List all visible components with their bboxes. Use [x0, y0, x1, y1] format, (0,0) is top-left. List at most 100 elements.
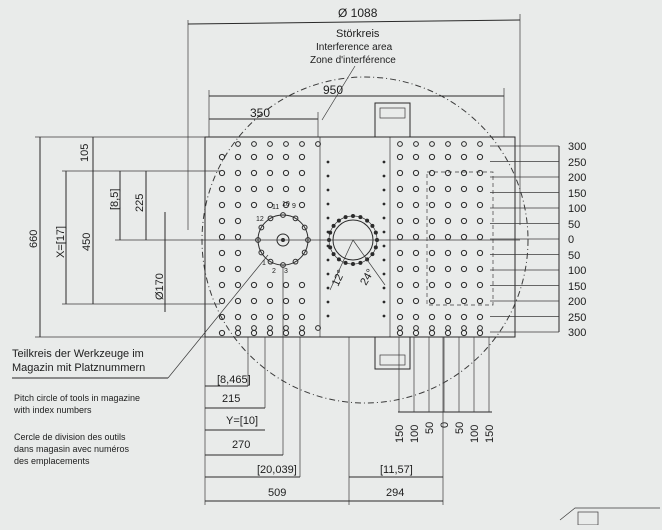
table-hole: [266, 329, 274, 337]
table-hole: [428, 313, 436, 321]
table-hole: [298, 201, 306, 209]
table-hole: [444, 297, 452, 305]
table-hole: [476, 281, 484, 289]
table-hole: [282, 297, 290, 305]
table-hole: [476, 329, 484, 337]
right-tick-label: 250: [568, 312, 586, 324]
table-hole: [234, 265, 242, 273]
slot-dot: [382, 188, 386, 192]
table-hole: [396, 265, 404, 273]
slot-dot: [382, 272, 386, 276]
table-hole: [429, 325, 435, 331]
table-hole: [218, 329, 226, 337]
top-block: [374, 102, 411, 138]
table-hole: [267, 141, 273, 147]
table-hole: [444, 169, 452, 177]
dim-8-465-label: [8,465]: [217, 374, 251, 386]
dim-294-label: 294: [386, 487, 404, 499]
right-tick-label: 300: [568, 327, 586, 339]
corner-fragment: [559, 507, 660, 521]
bottom-tick-label: 50: [424, 422, 436, 434]
table-hole: [460, 249, 468, 257]
table-hole: [266, 153, 274, 161]
spindle-dot: [331, 223, 336, 228]
dashed-region: [426, 171, 494, 306]
spindle-dot: [343, 215, 348, 220]
spindle-dot: [351, 262, 355, 266]
table-hole: [397, 325, 403, 331]
table-hole: [444, 313, 452, 321]
table-hole: [267, 325, 273, 331]
magazine-tool-position: [267, 215, 274, 222]
table-hole: [396, 217, 404, 225]
table-hole: [460, 329, 468, 337]
table-hole: [282, 185, 290, 193]
hole-grid: [218, 141, 494, 337]
table-hole: [282, 153, 290, 161]
table-hole: [460, 201, 468, 209]
table-hole: [234, 281, 242, 289]
table-hole: [428, 169, 436, 177]
table-hole: [298, 329, 306, 337]
spindle-dot: [343, 260, 348, 265]
legend-fr-line3: des emplacements: [14, 456, 90, 466]
table-hole: [444, 281, 452, 289]
angle-12-label: 12°: [330, 268, 348, 288]
table-hole: [428, 297, 436, 305]
spindle-dot: [336, 218, 341, 223]
dim-450-label: 450: [81, 233, 93, 251]
table-hole: [428, 233, 436, 241]
table-hole: [428, 185, 436, 193]
magazine-tool-position: [301, 249, 308, 256]
table-hole: [218, 185, 226, 193]
dim-y10-label: Y=[10]: [226, 415, 258, 427]
table-hole: [299, 141, 305, 147]
magazine-tool-position: [258, 224, 265, 231]
slot-dot: [382, 286, 386, 290]
slot-dot: [326, 216, 330, 220]
table-hole: [282, 281, 290, 289]
spindle-dot: [358, 215, 363, 220]
index-number-9: 9: [292, 203, 296, 210]
table-hole: [444, 249, 452, 257]
slot-dot: [382, 300, 386, 304]
table-hole: [428, 281, 436, 289]
bottom-block-inner: [379, 354, 406, 366]
table-hole: [218, 217, 226, 225]
table-hole: [476, 313, 484, 321]
table-hole: [444, 153, 452, 161]
spindle-dots: [327, 214, 379, 266]
diameter-1088-label: Ø 1088: [338, 6, 378, 20]
table-hole: [234, 169, 242, 177]
bottom-tick-label: 150: [484, 425, 496, 443]
interference-leader: [321, 65, 356, 121]
table-hole: [283, 141, 289, 147]
bottom-tick-label: 50: [454, 422, 466, 434]
table-hole: [428, 249, 436, 257]
table-hole: [250, 297, 258, 305]
table-hole: [251, 141, 257, 147]
dim-170-label: Ø170: [154, 273, 166, 300]
table-hole: [234, 313, 242, 321]
table-hole: [218, 265, 226, 273]
table-hole: [282, 201, 290, 209]
slot-dot: [326, 174, 330, 178]
magazine-tool-position: [301, 224, 308, 231]
slot-dot: [382, 230, 386, 234]
table-hole: [266, 169, 274, 177]
slot-dot: [326, 160, 330, 164]
right-tick-label: 150: [568, 281, 586, 293]
dim-225-label: 225: [134, 194, 146, 212]
table-hole: [250, 281, 258, 289]
legend-fr-line2: dans magasin avec numéros: [14, 444, 130, 454]
index-number-1: 1: [262, 260, 266, 267]
dim-11-57-label: [11,57]: [380, 464, 413, 476]
table-hole: [298, 185, 306, 193]
table-hole: [283, 325, 289, 331]
table-hole: [477, 325, 483, 331]
table-hole: [460, 313, 468, 321]
table-hole: [266, 281, 274, 289]
slot-dot: [326, 202, 330, 206]
table-hole: [250, 169, 258, 177]
